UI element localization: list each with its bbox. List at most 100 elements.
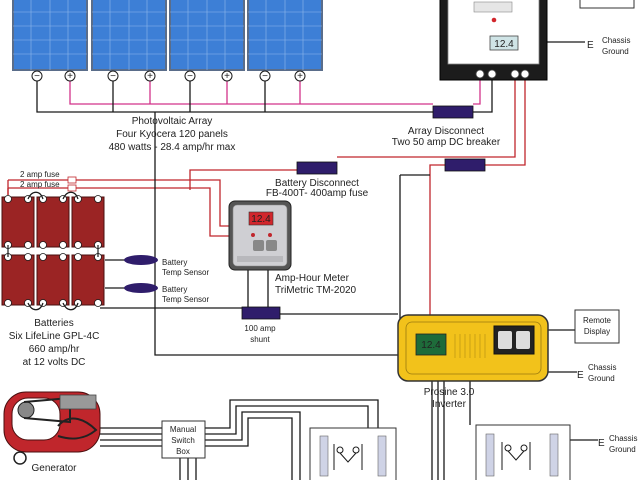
inverter-label-line1: Prosine 3.0 <box>424 387 475 398</box>
switch-box-wire <box>205 417 293 480</box>
battery-terminals <box>4 195 102 307</box>
pv-terminal-plus: + <box>297 71 303 82</box>
pv-array: − + − + − + − + Photovoltaic Array Four … <box>12 0 323 153</box>
batteries-line3: 660 amp/hr <box>29 344 80 355</box>
inverter-outlet[interactable] <box>516 331 530 349</box>
pv-terminal-minus: − <box>187 71 193 82</box>
pv-wire-pink <box>473 80 481 105</box>
pv-terminal-plus: + <box>147 71 153 82</box>
battery-disconnect-line2: FB-400T- 400amp fuse <box>266 188 369 199</box>
batteries-line4: at 12 volts DC <box>23 357 86 368</box>
pv-wire-black <box>473 80 493 113</box>
inverter-display <box>415 333 447 356</box>
chassis-ground-top-line1: Chassis <box>602 36 630 45</box>
inverter-disconnect-fuse <box>444 158 486 172</box>
batteries-line2: Six LifeLine GPL-4C <box>9 331 100 342</box>
meter-label-line2: TriMetric TM-2020 <box>275 285 357 296</box>
chassis-ground-bottom-line2: Ground <box>609 445 636 454</box>
pv-terminal-plus: + <box>224 71 230 82</box>
chassis-ground-top-line2: Ground <box>602 47 629 56</box>
meter-display-value: 12.4 <box>251 214 271 225</box>
battery-bank: Batteries Six LifeLine GPL-4C 660 amp/hr… <box>1 191 105 368</box>
switch-box-line1: Manual <box>170 425 196 434</box>
chassis-ground-mid-line1: Chassis <box>588 363 616 372</box>
battery <box>1 254 35 306</box>
chassis-ground-mid-symbol: E <box>577 370 584 381</box>
switch-box-line2: Switch <box>171 436 195 445</box>
chassis-ground-mid-line2: Ground <box>588 374 615 383</box>
batteries-line1: Batteries <box>34 318 73 329</box>
chassis-ground-bottom-line1: Chassis <box>609 434 637 443</box>
chassis-ground-bottom-symbol: E <box>598 438 605 449</box>
temp-sensor-1-line2: Temp Sensor <box>162 268 209 277</box>
pv-label-line3: 480 watts - 28.4 amp/hr max <box>109 142 236 153</box>
pv-wire-pink <box>69 76 433 105</box>
pv-label-line1: Photovoltaic Array <box>132 116 213 127</box>
pv-cell-grid <box>13 0 322 70</box>
indicator-led <box>491 17 497 23</box>
array-disconnect-line1: Array Disconnect <box>408 126 484 137</box>
amp-hour-meter: 12.4 <box>228 200 292 271</box>
shunt-line2: shunt <box>250 335 270 344</box>
top-right-box <box>579 0 635 9</box>
switch-box-wire <box>205 411 301 480</box>
temp-sensor-1-line1: Battery <box>162 258 187 267</box>
fuse <box>67 184 77 192</box>
meter-button[interactable] <box>253 240 264 251</box>
ac-panel-right <box>475 424 571 480</box>
battery <box>36 196 70 248</box>
pv-terminal-minus: − <box>110 71 116 82</box>
temp-sensor <box>124 283 158 293</box>
switch-box-wire <box>205 405 369 435</box>
shunt <box>241 306 281 320</box>
temp-sensor-2-line2: Temp Sensor <box>162 295 209 304</box>
array-disconnect-line2: Two 50 amp DC breaker <box>392 137 501 148</box>
switch-box-line3: Box <box>176 447 190 456</box>
battery-disconnect-fuse <box>296 161 338 175</box>
charge-controller: 12.4 <box>439 0 548 81</box>
fuse-label: 2 amp fuse <box>20 180 60 189</box>
remote-display-line1: Remote <box>583 316 612 325</box>
fuse <box>67 176 77 184</box>
ac-panel-left <box>309 427 397 480</box>
controller-display-value: 12.4 <box>494 39 514 50</box>
controller-display <box>489 35 519 51</box>
controller-battery-wire <box>189 169 297 190</box>
meter-display <box>248 211 274 226</box>
pv-terminal-minus: − <box>262 71 268 82</box>
shunt-line1: 100 amp <box>244 324 276 333</box>
inverter-label-line2: Inverter <box>432 399 467 410</box>
battery <box>71 196 105 248</box>
wiring <box>7 41 598 480</box>
meter-button[interactable] <box>266 240 277 251</box>
pv-label-line2: Four Kyocera 120 panels <box>116 129 228 140</box>
controller-terminals <box>475 69 530 79</box>
fuse-wire <box>8 179 232 227</box>
pv-terminal-plus: + <box>67 71 73 82</box>
remote-display-box <box>574 309 620 344</box>
battery <box>1 196 35 248</box>
controller-inverter-wire <box>429 164 445 315</box>
pv-terminal-minus: − <box>34 71 40 82</box>
temp-sensor <box>124 255 158 265</box>
temp-sensor-2-line1: Battery <box>162 285 187 294</box>
battery-disconnect-line1: Battery Disconnect <box>275 178 359 189</box>
controller-battery-wire <box>337 80 516 158</box>
meter-label-line1: Amp-Hour Meter <box>275 273 350 284</box>
controller-inverter-wire <box>485 80 526 166</box>
fuse-wire <box>8 187 232 237</box>
inverter: 12.4 <box>397 314 549 382</box>
fuse-label: 2 amp fuse <box>20 170 60 179</box>
array-disconnect-breaker <box>432 105 474 119</box>
inverter-outlet[interactable] <box>498 331 512 349</box>
pv-terminals <box>31 70 306 82</box>
remote-display-line2: Display <box>584 327 610 336</box>
generator-label: Generator <box>31 463 77 474</box>
switch-box-wire <box>205 399 379 429</box>
pv-wire-black <box>36 76 473 113</box>
chassis-ground-top-symbol: E <box>587 40 594 51</box>
negative-bus-wire <box>154 112 398 356</box>
battery <box>36 254 70 306</box>
manual-switch-box <box>161 420 206 459</box>
